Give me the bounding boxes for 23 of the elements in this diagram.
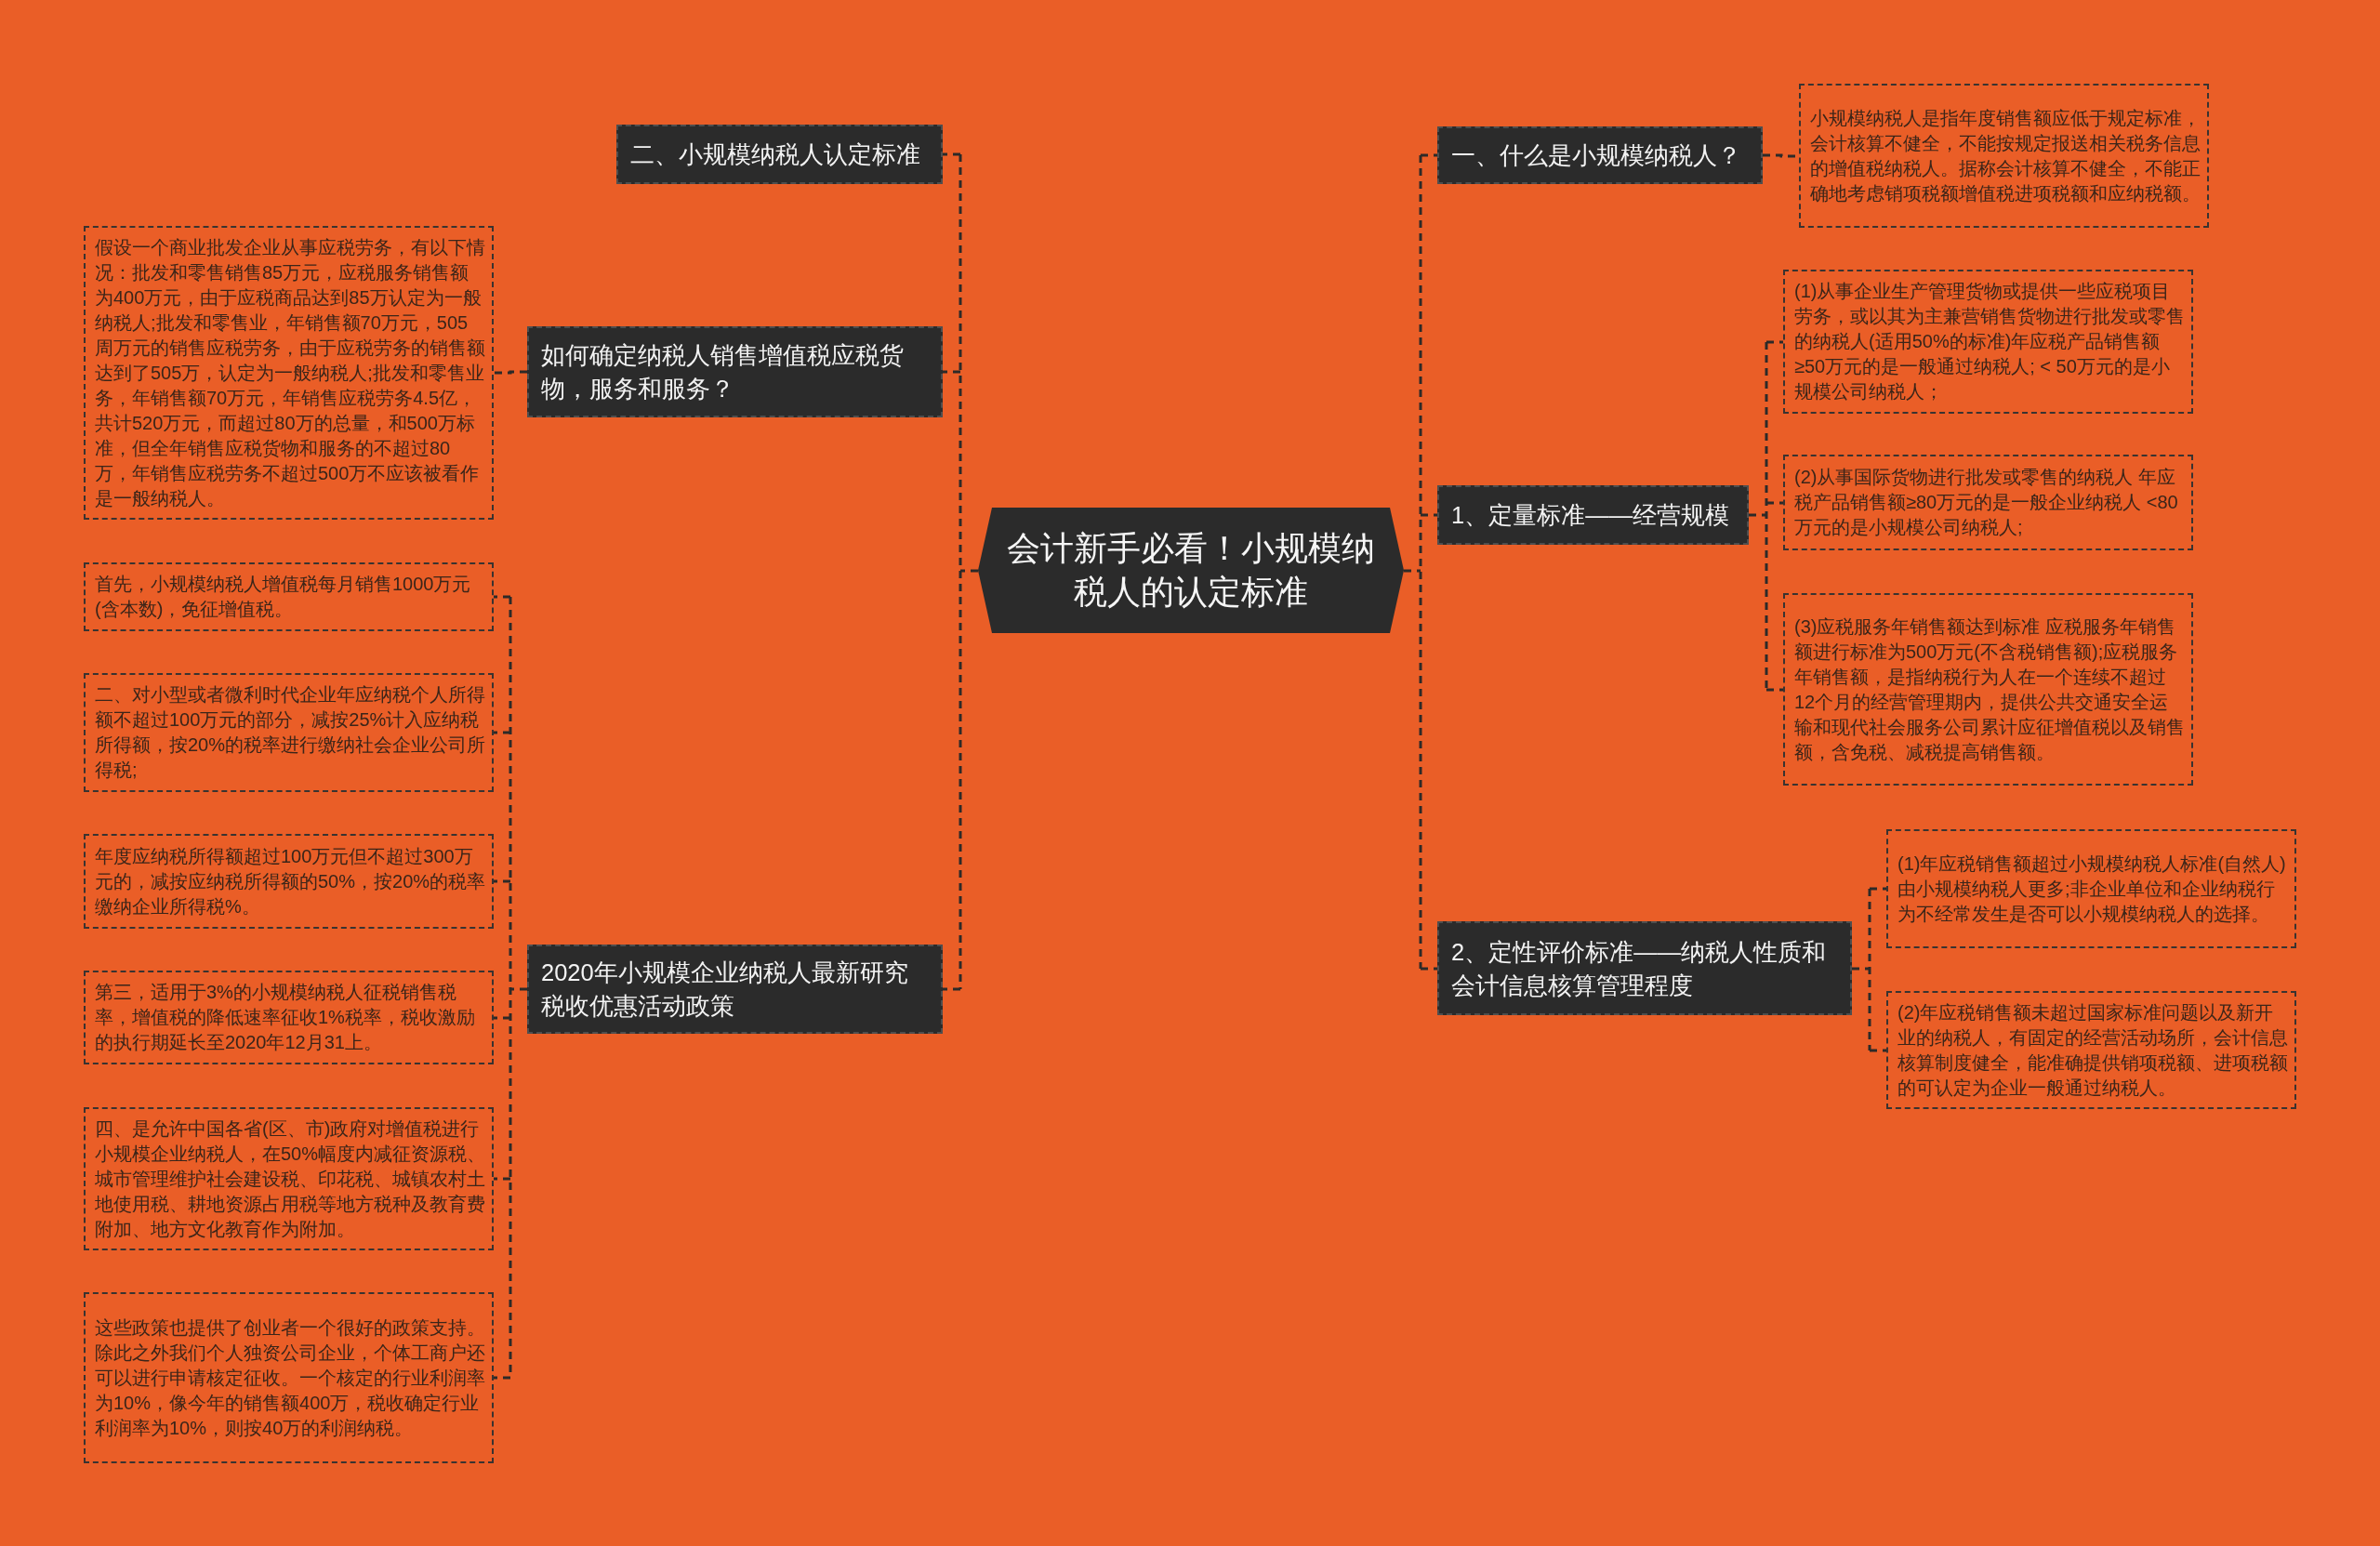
dashed-note-box: (1)年应税销售额超过小规模纳税人标准(自然人)由小规模纳税人更多;非企业单位和企业纳税行为不经常发生是否可以小规模纳税人的选择。 bbox=[1886, 829, 2296, 948]
dashed-note-box: (3)应税服务年销售额达到标准 应税服务年销售额进行标准为500万元(不含税销售额);应税服务年销售额，是指纳税行为人在一个连续不超过12个月的经营管理期内，提供公共交通安全运输和现代社会服务公司累计应征增值税以及销售额，含免税、减税提高销售额。 bbox=[1783, 593, 2193, 786]
topic-box: 二、小规模纳税人认定标准 bbox=[616, 125, 943, 184]
topic-box: 1、定量标准——经营规模 bbox=[1437, 485, 1749, 545]
dashed-note-box: 这些政策也提供了创业者一个很好的政策支持。除此之外我们个人独资公司企业，个体工商户还可以进行申请核定征收。一个核定的行业利润率为10%，像今年的销售额400万，税收确定行业利润率为10%，则按40万的利润纳税。 bbox=[84, 1292, 494, 1463]
dashed-note-box: (2)从事国际货物进行批发或零售的纳税人 年应税产品销售额≥80万元的是一般企业纳税人 <80万元的是小规模公司纳税人; bbox=[1783, 455, 2193, 550]
topic-box: 2020年小规模企业纳税人最新研究税收优惠活动政策 bbox=[527, 945, 943, 1034]
dashed-note-box: 第三，适用于3%的小规模纳税人征税销售税率，增值税的降低速率征收1%税率，税收激励的执行期延长至2020年12月31上。 bbox=[84, 971, 494, 1064]
dashed-note-box: (1)从事企业生产管理货物或提供一些应税项目劳务，或以其为主兼营销售货物进行批发或零售的纳税人(适用50%的标准)年应税产品销售额≥50万元的是一般通过纳税人; < 50万元的是小规模公司纳税人； bbox=[1783, 270, 2193, 414]
topic-box: 一、什么是小规模纳税人？ bbox=[1437, 126, 1763, 184]
dashed-note-box: 四、是允许中国各省(区、市)政府对增值税进行小规模企业纳税人，在50%幅度内减征资源税、城市管理维护社会建设税、印花税、城镇农村土地使用税、耕地资源占用税等地方税种及教育费附加、地方文化教育作为附加。 bbox=[84, 1107, 494, 1250]
connector-line bbox=[492, 595, 529, 1380]
dashed-note-box: (2)年应税销售额未超过国家标准问题以及新开业的纳税人，有固定的经营活动场所，会计信息核算制度健全，能准确提供销项税额、进项税额的可认定为企业一般通过纳税人。 bbox=[1886, 991, 2296, 1109]
dashed-note-box: 首先，小规模纳税人增值税每月销售1000万元(含本数)，免征增值税。 bbox=[84, 562, 494, 631]
connector-line bbox=[494, 370, 527, 375]
dashed-note-box: 小规模纳税人是指年度销售额应低于规定标准，会计核算不健全，不能按规定报送相关税务信息的增值税纳税人。据称会计核算不健全，不能正确地考虑销项税额增值税进项税额和应纳税额。 bbox=[1799, 84, 2209, 228]
dashed-note-box: 年度应纳税所得额超过100万元但不超过300万元的，减按应纳税所得额的50%，按20%的税率缴纳企业所得税%。 bbox=[84, 834, 494, 929]
connector-line bbox=[1402, 153, 1439, 971]
topic-box: 2、定性评价标准——纳税人性质和会计信息核算管理程度 bbox=[1437, 921, 1852, 1015]
dashed-note-box: 二、对小型或者微利时代企业年应纳税个人所得额不超过100万元的部分，减按25%计入应纳税所得额，按20%的税率进行缴纳社会企业公司所得税; bbox=[84, 673, 494, 792]
dashed-note-box: 假设一个商业批发企业从事应税劳务，有以下情况：批发和零售销售85万元，应税服务销售额为400万元，由于应税商品达到85万认定为一般纳税人;批发和零售业，年销售额70万元，505周万元的销售应税劳务，由于应税劳务的销售额达到了505万，认定为一般纳税人;批发和零售业务，年销售额70万元，年销售应税劳务4.5亿，共计520万元，而超过80万的总量，和500万标准，但全年销售应税货物和服务的不超过80万，年销售应税劳务不超过500万不应该被看作是一般纳税人。 bbox=[84, 226, 494, 520]
topic-box: 如何确定纳税人销售增值税应税货物，服务和服务？ bbox=[527, 326, 943, 417]
hexagon-topic: 会计新手必看！小规模纳税人的认定标准 bbox=[978, 508, 1404, 633]
